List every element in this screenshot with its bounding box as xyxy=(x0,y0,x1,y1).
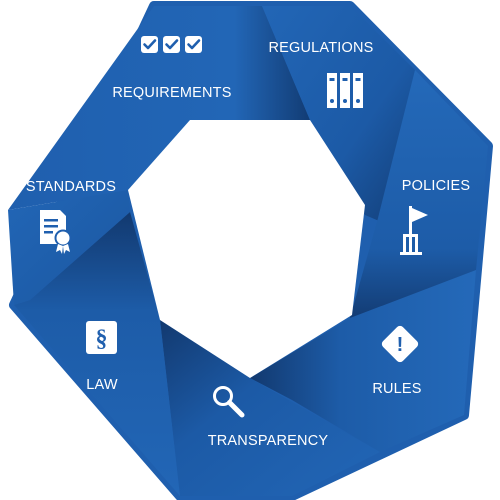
label-requirements: REQUIREMENTS xyxy=(112,85,231,101)
segment-standards xyxy=(8,190,130,305)
three-checkboxes-icon xyxy=(141,36,202,53)
segment-requirements xyxy=(8,6,310,210)
rules-icon-glyph: ! xyxy=(397,334,404,356)
paragraph-sign-icon: § xyxy=(86,321,117,354)
segment-policies xyxy=(350,70,488,325)
segment-transparency xyxy=(160,320,380,496)
magnifier-icon xyxy=(213,386,245,418)
flag-pole-icon xyxy=(400,206,428,255)
label-standards: STANDARDS xyxy=(26,179,116,195)
label-transparency: TRANSPARENCY xyxy=(208,433,329,449)
label-rules: RULES xyxy=(372,381,421,397)
label-regulations: REGULATIONS xyxy=(268,40,373,56)
label-law: LAW xyxy=(86,377,118,393)
certificate-icon xyxy=(40,210,72,254)
law-icon-glyph: § xyxy=(96,326,108,352)
segment-rules xyxy=(250,270,476,452)
segment-regulations xyxy=(262,6,415,230)
warning-diamond-icon: ! xyxy=(381,325,419,363)
binders-icon xyxy=(327,73,363,108)
label-policies: POLICIES xyxy=(402,178,471,194)
inner-hole xyxy=(128,120,365,378)
